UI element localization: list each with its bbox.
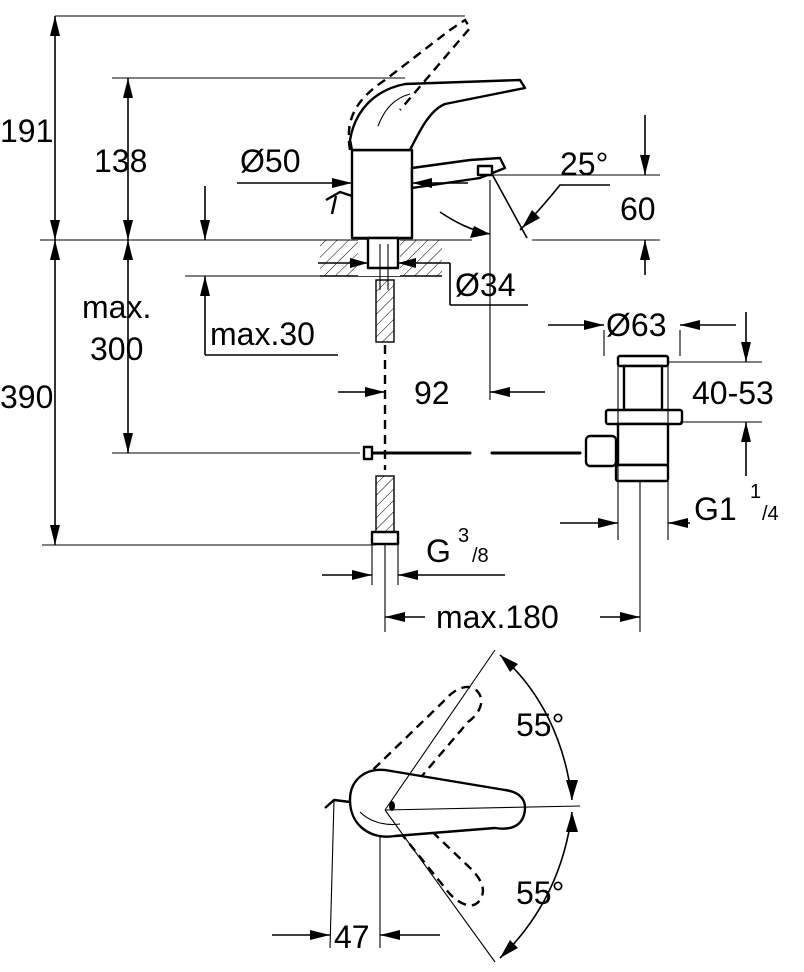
popup-waste xyxy=(584,354,684,483)
lever-left-dashed xyxy=(351,685,483,791)
side-view: 191 138 Ø50 Ø34 max. 300 max.30 390 92 2… xyxy=(0,15,779,635)
mounting-shank xyxy=(366,236,400,270)
label-max-180: max.180 xyxy=(436,599,559,635)
waste-nut xyxy=(604,408,684,426)
label-g-prefix: G xyxy=(426,533,451,569)
label-390: 390 xyxy=(0,379,53,415)
label-138: 138 xyxy=(94,143,147,179)
supply-hose-lower xyxy=(375,475,395,533)
label-92: 92 xyxy=(414,375,450,411)
label-191: 191 xyxy=(0,113,53,149)
label-g-numerator: 3 xyxy=(458,525,469,547)
label-angle-55-top: 55° xyxy=(516,707,564,743)
lever-right-dashed xyxy=(399,819,485,907)
label-60: 60 xyxy=(620,191,656,227)
hose-nut xyxy=(370,530,400,546)
waste-flange xyxy=(616,354,670,368)
popup-rod-top xyxy=(324,798,351,809)
label-max-30: max.30 xyxy=(210,316,315,352)
top-view: 55° 55° 47 xyxy=(272,649,581,963)
label-300: 300 xyxy=(90,331,143,367)
lever-closed xyxy=(348,78,527,152)
faucet-body xyxy=(350,148,414,240)
label-diameter-50: Ø50 xyxy=(240,143,300,179)
label-diameter-34: Ø34 xyxy=(455,267,515,303)
label-g1-numerator: 1 xyxy=(750,481,761,503)
aerator xyxy=(476,164,494,177)
popup-rod xyxy=(325,190,353,215)
label-max: max. xyxy=(82,289,151,325)
label-angle-55-bottom: 55° xyxy=(516,875,564,911)
supply-hose-upper xyxy=(375,279,395,343)
label-40-53: 40-53 xyxy=(692,375,774,411)
label-47: 47 xyxy=(334,919,370,955)
label-g-denominator: /8 xyxy=(472,545,489,567)
waste-pivot xyxy=(584,434,618,468)
lever-open-dashed xyxy=(347,18,472,151)
lever-top-solid xyxy=(348,768,527,838)
label-diameter-63: Ø63 xyxy=(606,307,666,343)
label-angle-25: 25° xyxy=(560,146,608,182)
label-g1-prefix: G1 xyxy=(694,491,737,527)
label-g1-denominator: /4 xyxy=(762,503,779,525)
